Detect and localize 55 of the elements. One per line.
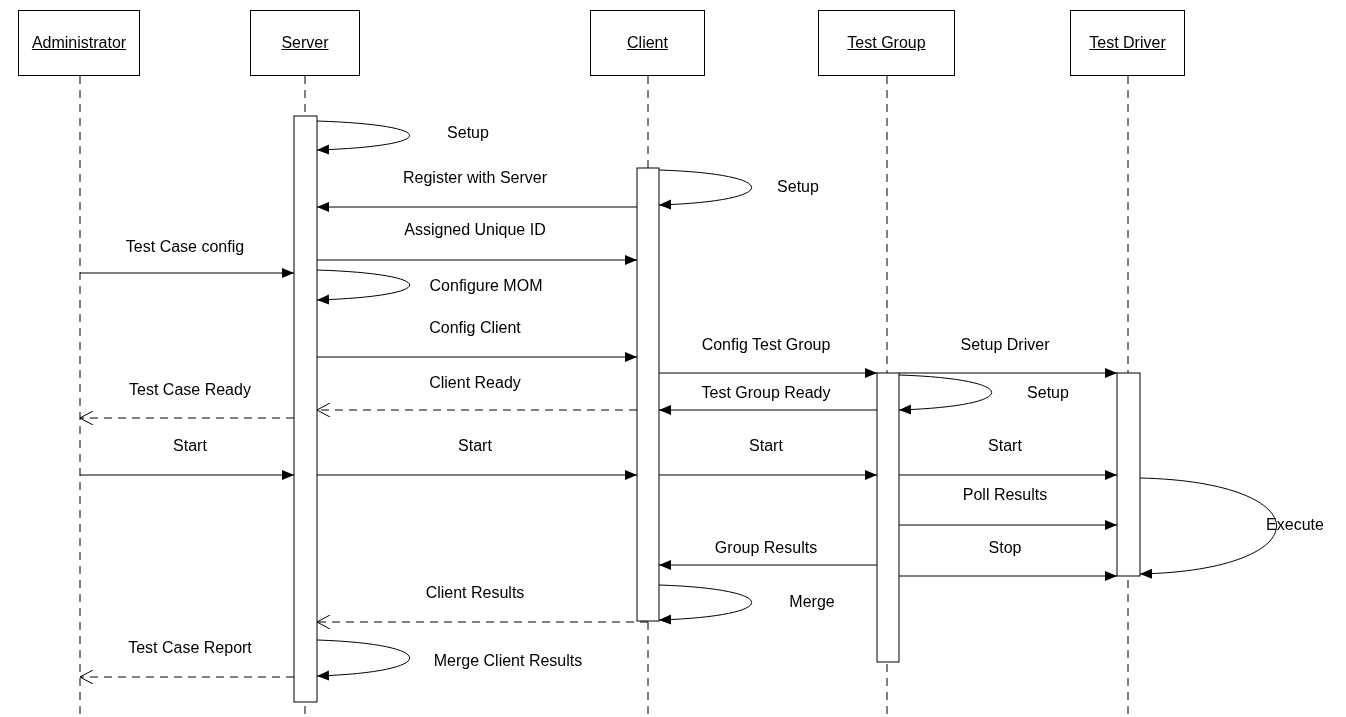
message-arrow (658, 368, 878, 378)
message-arrow (658, 169, 753, 210)
message-arrow (658, 470, 878, 480)
message-arrow (658, 560, 878, 570)
message-arrow (316, 402, 638, 418)
participant-box: Client (590, 10, 705, 76)
message-arrow (898, 520, 1118, 530)
message-arrow (898, 368, 1118, 378)
message-label: Merge Client Results (433, 652, 583, 670)
message-label: Test Case Ready (129, 381, 251, 399)
participant-box: Test Group (818, 10, 955, 76)
message-label: Stop (988, 539, 1022, 557)
message-label: Group Results (714, 539, 818, 557)
message-label: Register with Server (403, 169, 547, 187)
message-arrow (79, 268, 295, 278)
message-label: Start (749, 437, 783, 455)
message-label: Execute (1266, 516, 1324, 534)
message-label: Setup (777, 178, 819, 196)
message-label: Start (988, 437, 1022, 455)
message-label: Configure MOM (429, 277, 543, 295)
message-arrow (79, 470, 295, 480)
message-label: Start (173, 437, 207, 455)
message-label: Client Ready (429, 374, 521, 392)
message-arrow (316, 269, 411, 305)
message-arrow (316, 470, 638, 480)
message-arrow (898, 374, 993, 415)
message-arrow (79, 669, 295, 685)
participant-box: Administrator (18, 10, 140, 76)
message-arrow (316, 352, 638, 362)
message-arrow (316, 202, 638, 212)
message-label: Merge (789, 593, 835, 611)
message-arrow (658, 584, 753, 625)
message-label: Test Case config (125, 238, 245, 256)
message-arrow (898, 571, 1118, 581)
message-arrow (1139, 477, 1277, 579)
message-label: Test Group Ready (701, 384, 831, 402)
message-label: Config Client (429, 319, 521, 337)
message-label: Setup (447, 124, 489, 142)
participant-box: Test Driver (1070, 10, 1185, 76)
message-label: Test Case Report (128, 639, 252, 657)
message-arrow (316, 614, 649, 630)
message-label: Poll Results (962, 486, 1048, 504)
message-arrow (316, 255, 638, 265)
message-label: Config Test Group (701, 336, 831, 354)
message-arrow (898, 470, 1118, 480)
message-label: Setup (1027, 384, 1069, 402)
message-label: Setup Driver (960, 336, 1050, 354)
message-arrow (316, 120, 411, 155)
message-label: Start (458, 437, 492, 455)
message-label: Assigned Unique ID (404, 221, 546, 239)
participant-box: Server (250, 10, 360, 76)
message-arrow (658, 405, 878, 415)
message-label: Client Results (425, 584, 525, 602)
message-arrow (316, 639, 411, 681)
message-arrow (79, 410, 295, 426)
